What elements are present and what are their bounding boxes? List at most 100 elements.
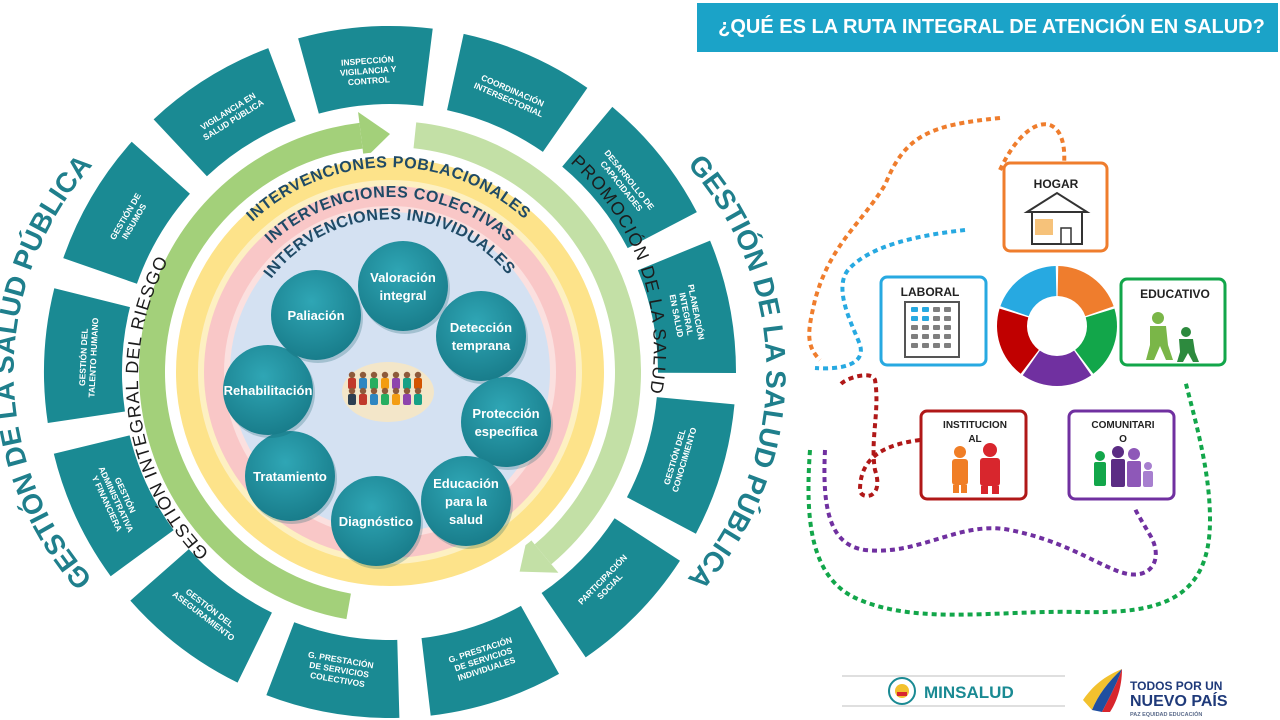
building-window [933, 325, 940, 330]
logos-footer: MINSALUD TODOS POR UN NUEVO PAÍS PAZ EQU… [842, 669, 1228, 718]
segment-block [53, 435, 174, 577]
segment-label-line: TALENTO HUMANO [86, 317, 100, 398]
person-head [381, 387, 389, 395]
promotion-arc-arrowhead [519, 535, 559, 573]
environment-institucional-label-1: INSTITUCION [943, 420, 1007, 431]
environment-hogar-label: HOGAR [1034, 177, 1079, 191]
person-head [414, 387, 422, 395]
segment-block [541, 518, 680, 658]
building-window [933, 316, 940, 321]
path-educativo [806, 379, 1213, 617]
people-illustration [342, 362, 434, 422]
donut-slice [1022, 350, 1092, 387]
intervention-circle: Rehabilitación [223, 345, 315, 438]
colombia-seal-icon [888, 677, 916, 705]
path-hogar [998, 122, 1067, 181]
environment-laboral-label: LABORAL [901, 285, 960, 299]
person-body [392, 378, 400, 389]
slogan-line-1: TODOS POR UN [1130, 679, 1222, 693]
building-window [922, 307, 929, 312]
building-window [944, 325, 951, 330]
person-head [403, 387, 411, 395]
intervention-circle: Diagnóstico [331, 476, 423, 569]
building-window [911, 325, 918, 330]
person-body [348, 378, 356, 389]
segment-block [266, 622, 400, 718]
building-window [911, 334, 918, 339]
person-head [392, 371, 400, 379]
person-body [403, 394, 411, 405]
intervention-label: temprana [452, 338, 511, 353]
donut-slice [1075, 308, 1118, 374]
person-head [359, 371, 367, 379]
building-window [922, 325, 929, 330]
segment-block [43, 288, 130, 424]
path-laboral [814, 228, 966, 371]
segment-block [447, 33, 588, 152]
environments-map: HOGAR LABORAL EDUCATIVO [806, 116, 1227, 617]
house-icon [1023, 191, 1091, 245]
segment-block [63, 141, 190, 284]
nuevo-pais-flag-icon [1083, 669, 1122, 712]
intervention-label: Educación [433, 476, 499, 491]
building-icon [904, 301, 960, 358]
segment-block [130, 549, 272, 683]
page-title: ¿QUÉ ES LA RUTA INTEGRAL DE ATENCIÓN EN … [697, 3, 1278, 52]
person-head [403, 371, 411, 379]
person-head [370, 387, 378, 395]
path-institucional [838, 373, 921, 498]
building-window [911, 316, 918, 321]
building-window [911, 307, 918, 312]
person-body [392, 394, 400, 405]
intervention-label: Paliación [287, 308, 344, 323]
institution-people-icon [952, 443, 1000, 494]
segment-block [626, 397, 735, 534]
environment-comunitario: COMUNITARI O [1067, 409, 1176, 501]
slogan-line-2: NUEVO PAÍS [1130, 691, 1228, 710]
intervention-label: específica [475, 424, 539, 439]
building-window [922, 334, 929, 339]
building-window [933, 307, 940, 312]
person-body [348, 394, 356, 405]
intervention-label: salud [449, 512, 483, 527]
person-body [414, 378, 422, 389]
person-body [381, 394, 389, 405]
building-window [922, 316, 929, 321]
intervention-label: para la [445, 494, 488, 509]
slogan-line-3: PAZ EQUIDAD EDUCACIÓN [1130, 710, 1202, 718]
segment-label-line: INSPECCIÓN [341, 53, 395, 68]
minsalud-logo-text: MINSALUD [924, 683, 1014, 702]
environment-comunitario-label-1: COMUNITARI [1091, 420, 1154, 431]
intervention-label: Tratamiento [253, 469, 327, 484]
person-head [381, 371, 389, 379]
segment-block [562, 106, 697, 249]
segment-block [637, 240, 736, 374]
segment-label-line: CONTROL [348, 74, 391, 87]
donut-slice [997, 308, 1039, 374]
family-icon [1094, 446, 1153, 487]
segment-label-line: GESTIÓN DEL [76, 328, 90, 386]
environment-institucional: INSTITUCION AL [919, 409, 1028, 501]
person-head [370, 371, 378, 379]
intervention-circle: Tratamiento [245, 431, 337, 524]
donut-slice [1057, 266, 1114, 317]
segment-block [153, 48, 296, 177]
environment-educativo: EDUCATIVO [1119, 277, 1227, 367]
risk-arc-arrowhead [358, 111, 390, 160]
environment-laboral: LABORAL [879, 275, 988, 367]
person-head [348, 371, 356, 379]
intervention-label: Rehabilitación [224, 383, 313, 398]
path-comunitario [822, 449, 1158, 577]
donut-slice [1000, 266, 1057, 317]
building-window [922, 343, 929, 348]
building-window [944, 316, 951, 321]
segment-block [421, 605, 560, 716]
person-head [359, 387, 367, 395]
